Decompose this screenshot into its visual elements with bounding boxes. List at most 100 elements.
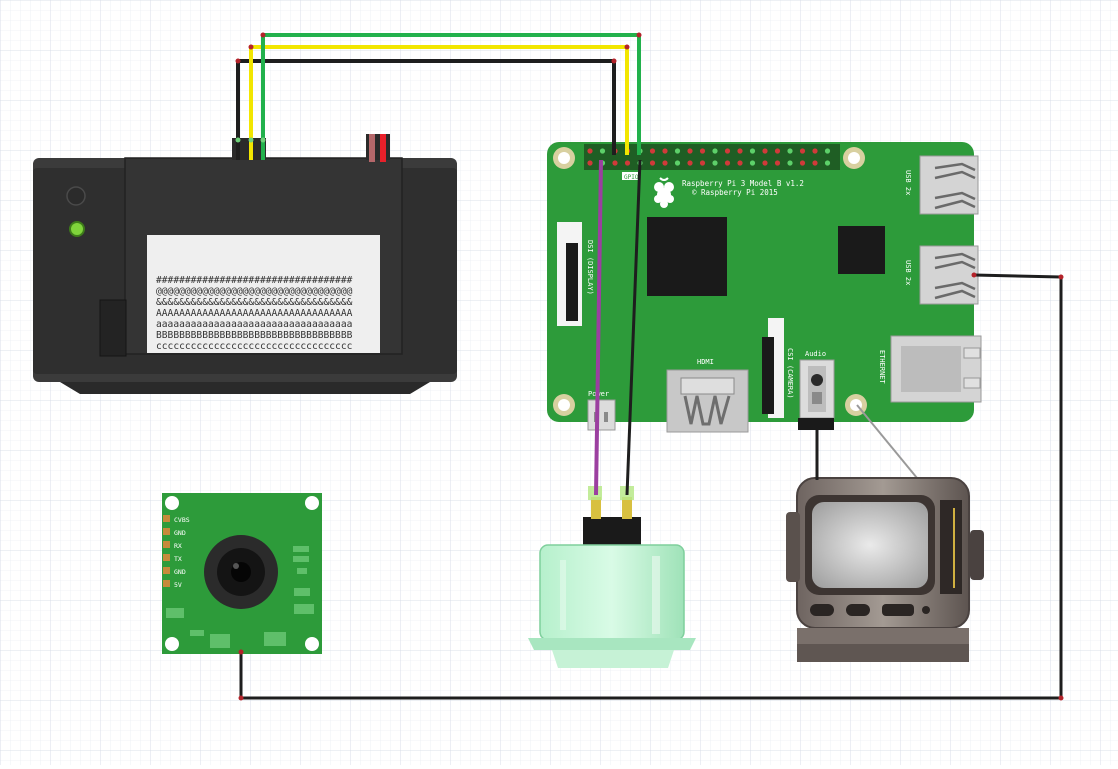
tv-button-icon [922, 606, 930, 614]
tv-knob-icon [810, 604, 834, 616]
printer-paper [147, 235, 380, 353]
button-highlight [652, 556, 660, 634]
hdmi-opening [680, 377, 735, 395]
gpio-pin [737, 148, 743, 154]
camera-smd-parts [166, 546, 314, 648]
arcade-push-button[interactable] [528, 486, 696, 668]
wire-junctions [235, 32, 1064, 701]
pin-label: TX [174, 555, 182, 563]
dsi-label: DSI (DISPLAY) [586, 240, 594, 295]
gpio-pin [824, 160, 831, 166]
mounting-holes [553, 147, 867, 416]
gpio-pin [749, 148, 756, 154]
gpio-pin [687, 148, 693, 154]
tv-antenna [856, 404, 918, 479]
wire-purple-button[interactable] [594, 159, 603, 496]
hdmi-label: HDMI [697, 358, 714, 366]
power-port [587, 399, 616, 431]
paper-line: BBBBBBBBBBBBBBBBBBBBBBBBBBBBBBBBBB [156, 330, 353, 341]
usb-contacts-icon [934, 162, 976, 210]
button-base [552, 650, 674, 668]
gpio-pin [624, 160, 631, 166]
gpio-pin [662, 160, 668, 166]
gpio-pin [662, 148, 668, 154]
gpio-pin [762, 160, 768, 166]
board-model-text: Raspberry Pi 3 Model B v1.2 [682, 179, 804, 188]
pin-label: CVBS [174, 516, 190, 524]
usb-contacts-icon [934, 252, 976, 300]
raspberry-pi-board[interactable]: GPIO Raspberry Pi 3 Model B v1.2 © Raspb… [547, 142, 982, 433]
pin-pad [163, 567, 170, 574]
paper-line: AAAAAAAAAAAAAAAAAAAAAAAAAAAAAAAAAA [156, 308, 353, 319]
button-terminal [622, 497, 632, 519]
tv-side-right [970, 530, 984, 580]
gpio-pin [787, 148, 793, 154]
button-flange [528, 638, 696, 650]
printer-side-latch [99, 299, 127, 357]
gpio-pin [587, 148, 593, 154]
audio-plug [812, 392, 822, 404]
mount-hole-icon [848, 152, 860, 164]
gpio-pin [687, 160, 693, 166]
printer-paper-lines: ################################## @@@@@… [156, 275, 353, 352]
gpio-pin [787, 160, 793, 166]
pin-label: RX [174, 542, 182, 550]
mount-hole-icon [165, 496, 179, 510]
mount-hole-icon [558, 399, 570, 411]
paper-line: &&&&&&&&&&&&&&&&&&&&&&&&&&&&&&&&&& [156, 297, 353, 308]
gpio-pin [674, 148, 681, 154]
gpio-pin [799, 148, 806, 154]
printer-base [60, 382, 430, 394]
tv-speaker-icon [882, 604, 914, 616]
wire-endpoints [235, 137, 266, 143]
gpio-pin [762, 148, 768, 154]
thermal-printer[interactable]: ################################## @@@@@… [33, 134, 457, 394]
gpio-pin [799, 160, 806, 166]
tv-knob-icon [846, 604, 870, 616]
gpio-pin [724, 148, 731, 154]
wire-yellow-printer[interactable] [249, 45, 629, 160]
wire-green-printer[interactable] [261, 33, 641, 160]
gpio-pin [699, 148, 706, 154]
ethernet-label: ETHERNET [878, 350, 886, 385]
power-lead-black [369, 134, 375, 162]
csi-label: CSI (CAMERA) [786, 348, 794, 399]
camera-module[interactable]: CVBS GND RX TX GND 5V [162, 493, 322, 654]
pin-pad [163, 528, 170, 535]
pin-label: GND [174, 568, 186, 576]
gpio-pin [699, 160, 706, 166]
raspberry-logo-icon [654, 177, 674, 208]
mount-hole-icon [305, 637, 319, 651]
lens-glare [233, 563, 239, 569]
audio-hole-icon [811, 374, 823, 386]
gpio-pin [674, 160, 681, 166]
wire-black-button[interactable] [625, 159, 642, 496]
wires [235, 32, 1064, 701]
gpio-pins [587, 148, 831, 166]
gpio-label: GPIO [624, 174, 639, 181]
pin-pad [163, 515, 170, 522]
pin-pad [163, 554, 170, 561]
pin-pad [163, 541, 170, 548]
pcb [547, 142, 974, 422]
mount-hole-icon [558, 152, 570, 164]
paper-line: aaaaaaaaaaaaaaaaaaaaaaaaaaaaaaaaaa [156, 319, 352, 330]
dsi-slot [566, 243, 578, 321]
pin-pad [163, 580, 170, 587]
wire-black-printer[interactable] [236, 59, 616, 160]
board-copyright-text: © Raspberry Pi 2015 [692, 188, 778, 197]
audio-label: Audio [805, 350, 826, 358]
power-lead-red [380, 134, 386, 162]
button-switch-body [583, 517, 641, 547]
tv-screen [812, 502, 928, 588]
gpio-pin [737, 160, 743, 166]
gpio-pin [749, 160, 756, 166]
pin-label: 5V [174, 581, 182, 589]
gpio-pin [712, 148, 718, 154]
crt-television[interactable] [786, 404, 984, 662]
soc-chip [647, 217, 727, 296]
button-highlight [560, 560, 566, 630]
gpio-pin [649, 160, 656, 166]
